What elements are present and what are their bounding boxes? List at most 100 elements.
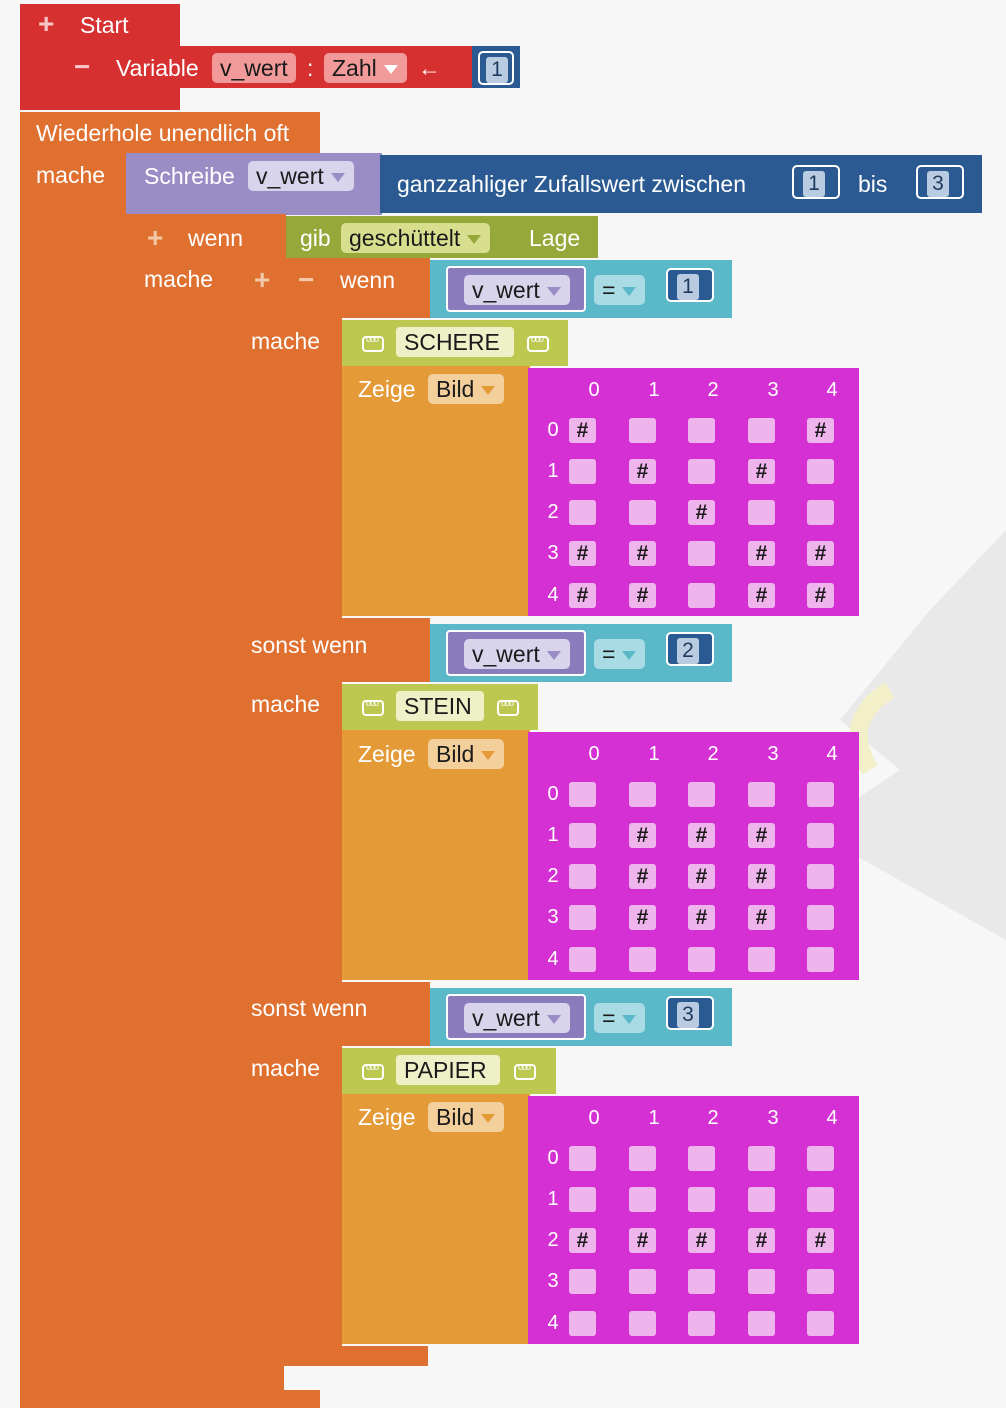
- led-cell[interactable]: [569, 500, 596, 525]
- image-grid-1[interactable]: [528, 368, 859, 616]
- condition-op-dropdown-3[interactable]: =: [594, 1003, 646, 1033]
- led-cell[interactable]: [629, 418, 656, 443]
- led-cell[interactable]: [748, 418, 775, 443]
- led-cell[interactable]: [807, 1311, 834, 1336]
- led-cell[interactable]: [688, 1187, 715, 1212]
- led-cell[interactable]: [748, 1146, 775, 1171]
- led-cell[interactable]: [569, 947, 596, 972]
- led-cell[interactable]: [688, 541, 715, 566]
- inner-if-plus-icon[interactable]: +: [254, 264, 271, 295]
- led-cell[interactable]: #: [748, 583, 775, 608]
- led-cell[interactable]: [688, 583, 715, 608]
- led-cell[interactable]: #: [629, 864, 656, 889]
- led-cell[interactable]: [807, 459, 834, 484]
- led-cell[interactable]: [807, 823, 834, 848]
- image-dropdown-3[interactable]: Bild: [428, 1102, 505, 1132]
- led-cell[interactable]: #: [807, 583, 834, 608]
- led-cell[interactable]: [688, 947, 715, 972]
- led-cell[interactable]: #: [569, 1228, 596, 1253]
- outer-if-block[interactable]: [126, 214, 286, 258]
- image-dropdown-1[interactable]: Bild: [428, 374, 505, 404]
- led-cell[interactable]: [569, 459, 596, 484]
- led-cell[interactable]: [748, 1311, 775, 1336]
- text-value-2[interactable]: STEIN: [404, 693, 472, 719]
- image-grid-3[interactable]: [528, 1096, 859, 1344]
- led-cell[interactable]: [688, 1146, 715, 1171]
- show-image-block-2[interactable]: [342, 730, 530, 980]
- led-cell[interactable]: [629, 500, 656, 525]
- led-cell[interactable]: #: [688, 905, 715, 930]
- led-cell[interactable]: [748, 500, 775, 525]
- led-cell[interactable]: #: [629, 583, 656, 608]
- led-cell[interactable]: #: [748, 541, 775, 566]
- outer-if-plus-icon[interactable]: +: [147, 222, 164, 253]
- condition-var-dropdown-1[interactable]: v_wert: [464, 275, 570, 305]
- variable-value-field[interactable]: 1: [478, 51, 514, 85]
- condition-op-dropdown-1[interactable]: =: [594, 275, 646, 305]
- led-cell[interactable]: #: [807, 1228, 834, 1253]
- led-cell[interactable]: [629, 1311, 656, 1336]
- led-cell[interactable]: [629, 1269, 656, 1294]
- led-cell[interactable]: #: [629, 459, 656, 484]
- led-cell[interactable]: #: [807, 418, 834, 443]
- led-cell[interactable]: [807, 782, 834, 807]
- random-block[interactable]: [380, 155, 982, 213]
- led-cell[interactable]: #: [569, 418, 596, 443]
- led-cell[interactable]: [569, 1269, 596, 1294]
- led-cell[interactable]: #: [569, 541, 596, 566]
- elseif-block-1[interactable]: [234, 618, 430, 682]
- image-dropdown-2[interactable]: Bild: [428, 739, 505, 769]
- led-cell[interactable]: [807, 500, 834, 525]
- led-cell[interactable]: [688, 782, 715, 807]
- led-cell[interactable]: [688, 459, 715, 484]
- led-cell[interactable]: #: [688, 823, 715, 848]
- led-cell[interactable]: #: [748, 459, 775, 484]
- led-cell[interactable]: [629, 947, 656, 972]
- led-cell[interactable]: #: [748, 905, 775, 930]
- led-cell[interactable]: [629, 1187, 656, 1212]
- led-cell[interactable]: #: [748, 864, 775, 889]
- variable-name-dropdown[interactable]: v_wert: [212, 53, 296, 83]
- led-cell[interactable]: [688, 1269, 715, 1294]
- gesture-dropdown[interactable]: geschüttelt: [341, 223, 491, 253]
- led-cell[interactable]: [688, 1311, 715, 1336]
- random-to-field[interactable]: 3: [916, 165, 964, 199]
- led-cell[interactable]: [629, 1146, 656, 1171]
- show-image-block-1[interactable]: [342, 366, 530, 616]
- led-cell[interactable]: [807, 1146, 834, 1171]
- variable-minus-icon[interactable]: −: [74, 51, 91, 82]
- led-cell[interactable]: [807, 864, 834, 889]
- led-cell[interactable]: [748, 782, 775, 807]
- led-cell[interactable]: [569, 1311, 596, 1336]
- led-cell[interactable]: #: [748, 1228, 775, 1253]
- write-var-dropdown[interactable]: v_wert: [248, 161, 354, 191]
- led-cell[interactable]: #: [569, 583, 596, 608]
- condition-value-3[interactable]: 3: [666, 996, 714, 1030]
- led-cell[interactable]: #: [748, 823, 775, 848]
- led-cell[interactable]: [569, 864, 596, 889]
- start-plus-icon[interactable]: +: [38, 8, 55, 39]
- led-cell[interactable]: [748, 1269, 775, 1294]
- led-cell[interactable]: [807, 947, 834, 972]
- text-value-1[interactable]: SCHERE: [404, 329, 500, 355]
- led-cell[interactable]: [748, 1187, 775, 1212]
- variable-type-dropdown[interactable]: Zahl: [324, 53, 407, 83]
- led-cell[interactable]: [629, 782, 656, 807]
- led-cell[interactable]: #: [688, 500, 715, 525]
- led-cell[interactable]: #: [807, 541, 834, 566]
- led-cell[interactable]: [807, 1269, 834, 1294]
- led-cell[interactable]: [569, 1187, 596, 1212]
- led-cell[interactable]: #: [688, 1228, 715, 1253]
- led-cell[interactable]: #: [629, 823, 656, 848]
- led-cell[interactable]: [807, 1187, 834, 1212]
- led-cell[interactable]: #: [688, 864, 715, 889]
- led-cell[interactable]: #: [629, 541, 656, 566]
- inner-if-minus-icon[interactable]: −: [298, 264, 315, 295]
- random-from-field[interactable]: 1: [792, 165, 840, 199]
- led-cell[interactable]: [748, 947, 775, 972]
- elseif-block-2[interactable]: [234, 982, 430, 1046]
- led-cell[interactable]: [569, 823, 596, 848]
- led-cell[interactable]: #: [629, 1228, 656, 1253]
- image-grid-2[interactable]: [528, 732, 859, 980]
- condition-value-2[interactable]: 2: [666, 632, 714, 666]
